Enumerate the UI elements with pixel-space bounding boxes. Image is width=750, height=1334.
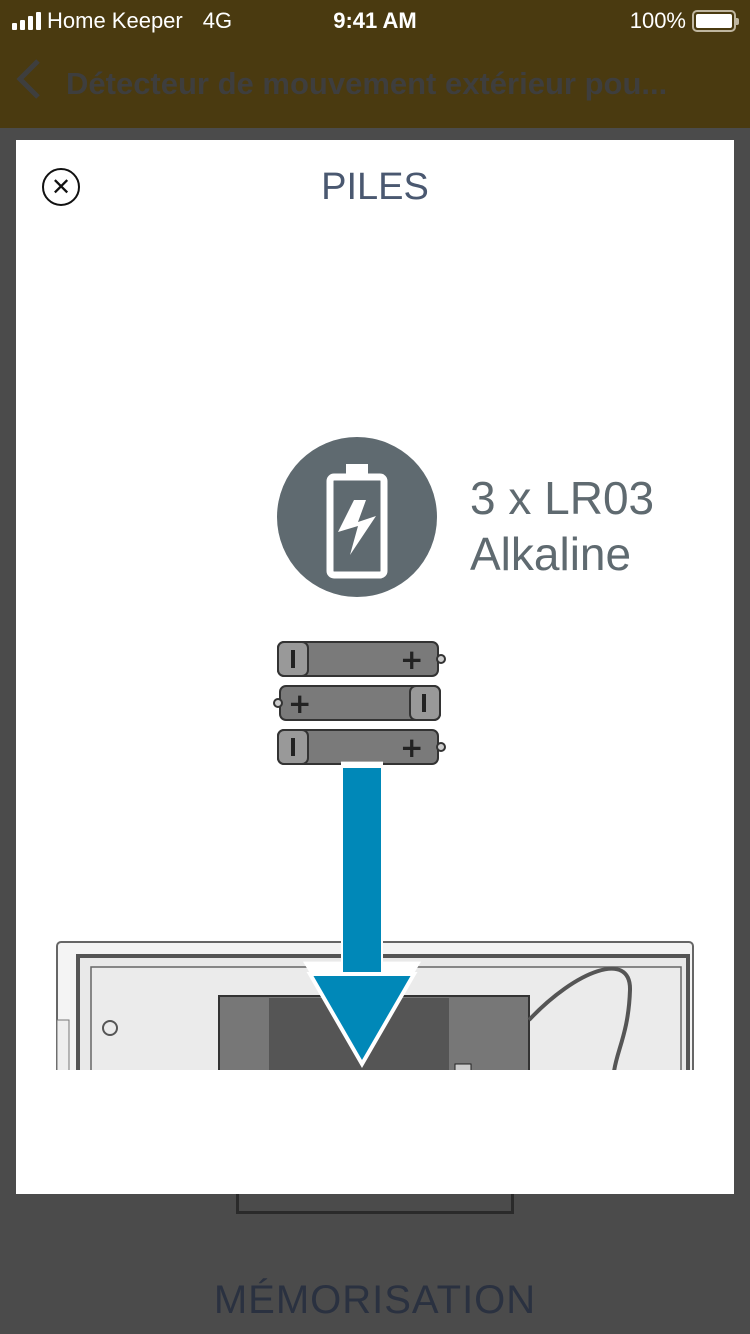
section-title-memorisation: MÉMORISATION [213, 1278, 537, 1322]
nav-bar: Détecteur de mouvement extérieur pou... [0, 40, 750, 128]
battery-icon [692, 10, 739, 32]
battery-installation-illustration: + + + [56, 437, 694, 1070]
aaa-batteries [273, 641, 446, 765]
batteries-modal: ✕ PILES + + + [16, 140, 734, 1194]
network: 4G [202, 8, 233, 33]
back-button[interactable] [14, 57, 54, 112]
svg-text:+: + [288, 687, 311, 720]
battery-percent: 100% [629, 8, 686, 33]
signal-icon [12, 12, 41, 30]
clock: 9:41 AM [333, 8, 417, 33]
chevron-left-icon [16, 58, 40, 99]
svg-text:+: + [400, 731, 423, 764]
background-content [0, 128, 750, 140]
battery-type-line1: 3 x LR03 [470, 472, 655, 524]
battery-type-line2: Alkaline [470, 528, 632, 580]
battery-charging-icon [277, 437, 437, 597]
carrier: Home Keeper [47, 8, 183, 33]
svg-text:+: + [400, 643, 423, 676]
page-title: Détecteur de mouvement extérieur pou... [66, 66, 668, 101]
close-button[interactable]: ✕ [42, 168, 80, 206]
status-bar: Home Keeper 4G 9:41 AM 100% [0, 0, 750, 40]
background-image-edge [236, 1194, 514, 1214]
insert-arrow [303, 761, 421, 1068]
modal-title: PILES [321, 166, 429, 208]
battery-type-label: 3 x LR03 Alkaline [470, 470, 654, 582]
close-icon: ✕ [50, 173, 72, 201]
